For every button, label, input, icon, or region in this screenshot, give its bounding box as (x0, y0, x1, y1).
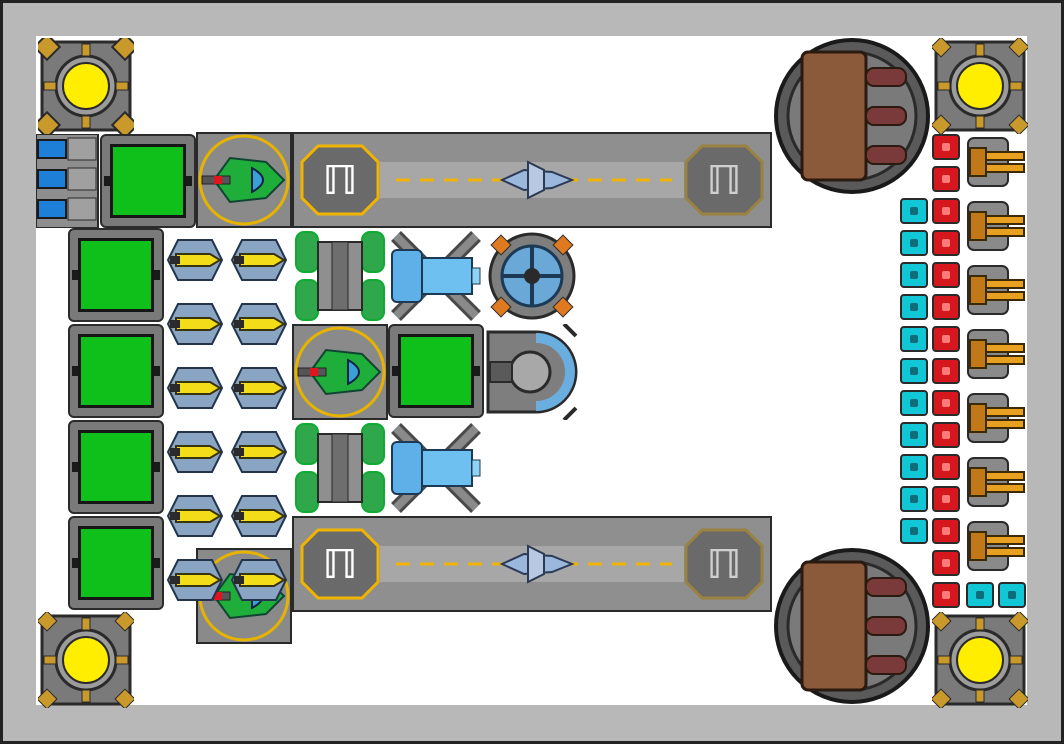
ammo-red-icon[interactable] (932, 262, 960, 288)
missile-pod-icon[interactable] (164, 552, 226, 608)
ammo-cyan-icon[interactable] (900, 358, 928, 384)
missile-pod-icon[interactable] (228, 424, 290, 480)
fuel-tank-icon[interactable] (292, 420, 388, 516)
railgun-icon[interactable] (966, 260, 1026, 320)
missile-pod-icon[interactable] (228, 232, 290, 288)
power-cell-core (110, 144, 186, 218)
dome-cannon-icon[interactable] (484, 324, 580, 420)
ammo-cyan-icon[interactable] (966, 582, 994, 608)
runway-marker-icon: ℿ (323, 158, 358, 204)
power-cell-core (398, 334, 474, 408)
power-cell[interactable] (388, 324, 484, 418)
ammo-cyan-icon[interactable] (900, 454, 928, 480)
power-cell[interactable] (68, 228, 164, 322)
ammo-cyan-icon[interactable] (998, 582, 1026, 608)
railgun-icon[interactable] (966, 452, 1026, 512)
power-cell[interactable] (68, 324, 164, 418)
ammo-red-icon[interactable] (932, 422, 960, 448)
power-cell[interactable] (100, 134, 196, 228)
power-cell-core (78, 430, 154, 504)
cannon-turret-icon[interactable] (772, 36, 932, 196)
railgun-icon[interactable] (966, 516, 1026, 576)
ammo-red-icon[interactable] (932, 198, 960, 224)
power-cell[interactable] (68, 420, 164, 514)
svg-text:ℿ: ℿ (707, 542, 742, 588)
ammo-red-icon[interactable] (932, 326, 960, 352)
railgun-icon[interactable] (966, 132, 1026, 192)
ammo-cyan-icon[interactable] (900, 390, 928, 416)
ammo-red-icon[interactable] (932, 390, 960, 416)
missile-pod-icon[interactable] (228, 296, 290, 352)
ammo-red-icon[interactable] (932, 550, 960, 576)
power-cell-core (78, 526, 154, 600)
ammo-red-icon[interactable] (932, 294, 960, 320)
ammo-red-icon[interactable] (932, 454, 960, 480)
ammo-cyan-icon[interactable] (900, 422, 928, 448)
ammo-red-icon[interactable] (932, 486, 960, 512)
svg-text:ℿ: ℿ (707, 158, 742, 204)
launch-runway[interactable]: ℿ ℿ (292, 516, 772, 612)
missile-pod-icon[interactable] (228, 488, 290, 544)
missile-pod-icon[interactable] (164, 488, 226, 544)
ammo-cyan-icon[interactable] (900, 230, 928, 256)
ammo-cyan-icon[interactable] (900, 326, 928, 352)
ammo-cyan-icon[interactable] (900, 518, 928, 544)
missile-pod-icon[interactable] (164, 360, 226, 416)
power-cell[interactable] (68, 516, 164, 610)
fuel-tank-icon[interactable] (292, 228, 388, 324)
ammo-red-icon[interactable] (932, 166, 960, 192)
torpedo-launcher-icon[interactable] (388, 228, 484, 324)
missile-pod-icon[interactable] (164, 296, 226, 352)
ammo-cyan-icon[interactable] (900, 262, 928, 288)
railgun-icon[interactable] (966, 388, 1026, 448)
ammo-cyan-icon[interactable] (900, 294, 928, 320)
ammo-red-icon[interactable] (932, 358, 960, 384)
ammo-red-icon[interactable] (932, 134, 960, 160)
railgun-icon[interactable] (966, 196, 1026, 256)
ship-deck: ℿ ℿ ℿ ℿ (36, 36, 1028, 708)
power-cell-core (78, 238, 154, 312)
shield-generator-icon[interactable] (484, 228, 580, 324)
svg-text:ℿ: ℿ (323, 542, 358, 588)
ammo-red-icon[interactable] (932, 518, 960, 544)
ammo-cyan-icon[interactable] (900, 198, 928, 224)
fighter-hangar-icon[interactable] (292, 324, 388, 420)
fighter-hangar-icon[interactable] (196, 132, 292, 228)
reactor-icon[interactable] (38, 612, 134, 708)
torpedo-launcher-icon[interactable] (388, 420, 484, 516)
ammo-red-icon[interactable] (932, 230, 960, 256)
power-cell-core (78, 334, 154, 408)
missile-pod-icon[interactable] (228, 552, 290, 608)
shield-capacitor-icon[interactable] (36, 134, 100, 228)
launch-runway[interactable]: ℿ ℿ (292, 132, 772, 228)
ammo-cyan-icon[interactable] (900, 486, 928, 512)
missile-pod-icon[interactable] (164, 424, 226, 480)
reactor-icon[interactable] (932, 38, 1028, 134)
reactor-icon[interactable] (38, 38, 134, 134)
ammo-red-icon[interactable] (932, 582, 960, 608)
cannon-turret-icon[interactable] (772, 546, 932, 706)
reactor-icon[interactable] (932, 612, 1028, 708)
missile-pod-icon[interactable] (164, 232, 226, 288)
railgun-icon[interactable] (966, 324, 1026, 384)
missile-pod-icon[interactable] (228, 360, 290, 416)
